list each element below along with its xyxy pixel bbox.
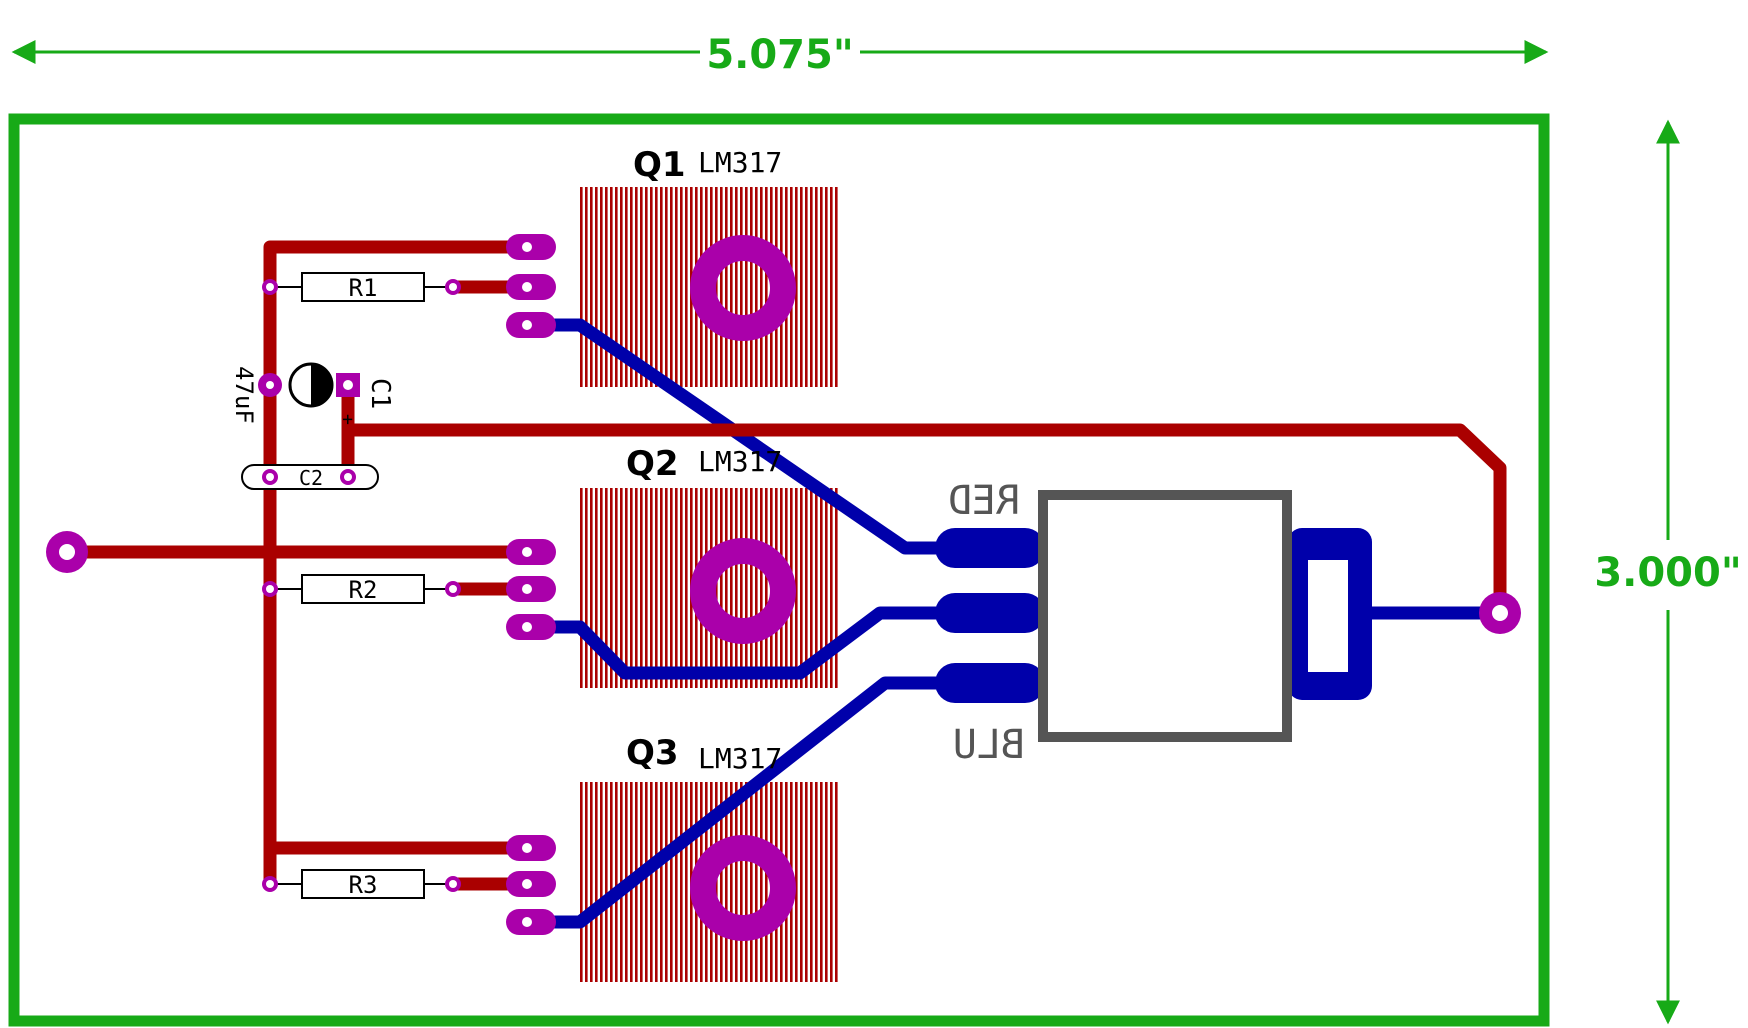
regulator-lead-holes: [522, 242, 532, 927]
board-outline: [8, 113, 1550, 1027]
width-label: 5.075": [706, 32, 853, 78]
r1-label: R1: [349, 274, 378, 302]
regulator-labels: Q1 LM317 Q2 LM317 Q3 LM317: [626, 145, 782, 775]
q3-ref: Q3: [626, 733, 679, 773]
q2-ref: Q2: [626, 444, 679, 484]
q3-value: LM317: [698, 742, 782, 775]
connector-tab-window: [1308, 560, 1348, 672]
resistor-r1: R1: [262, 272, 461, 302]
q2-value: LM317: [698, 445, 782, 478]
height-dimension: 3.000": [1594, 119, 1742, 1025]
r2-label: R2: [349, 576, 378, 604]
resistor-r3: R3: [262, 869, 461, 899]
width-dimension: 5.075": [11, 32, 1549, 78]
c1-value: 47uF: [230, 366, 258, 424]
connector-label-blu: BLU: [953, 722, 1025, 768]
height-label: 3.000": [1594, 550, 1741, 596]
connector-label-red: RED: [948, 478, 1020, 524]
resistor-r2: R2: [262, 574, 461, 604]
power-pads: [46, 531, 1521, 634]
c1-polarity: +: [337, 414, 358, 425]
regulator-lead-pads: [506, 234, 556, 935]
q1-ref: Q1: [633, 145, 686, 185]
connector-body: [1038, 490, 1292, 742]
bus-vias: [262, 377, 278, 393]
r3-label: R3: [349, 871, 378, 899]
c2-label: C2: [299, 466, 323, 490]
c1-label: C1: [365, 378, 395, 409]
regulator-mounting-holes: [690, 235, 796, 941]
capacitor-c1: C1 47uF +: [230, 362, 395, 425]
capacitor-c2: C2: [241, 464, 379, 490]
q1-value: LM317: [698, 146, 782, 179]
